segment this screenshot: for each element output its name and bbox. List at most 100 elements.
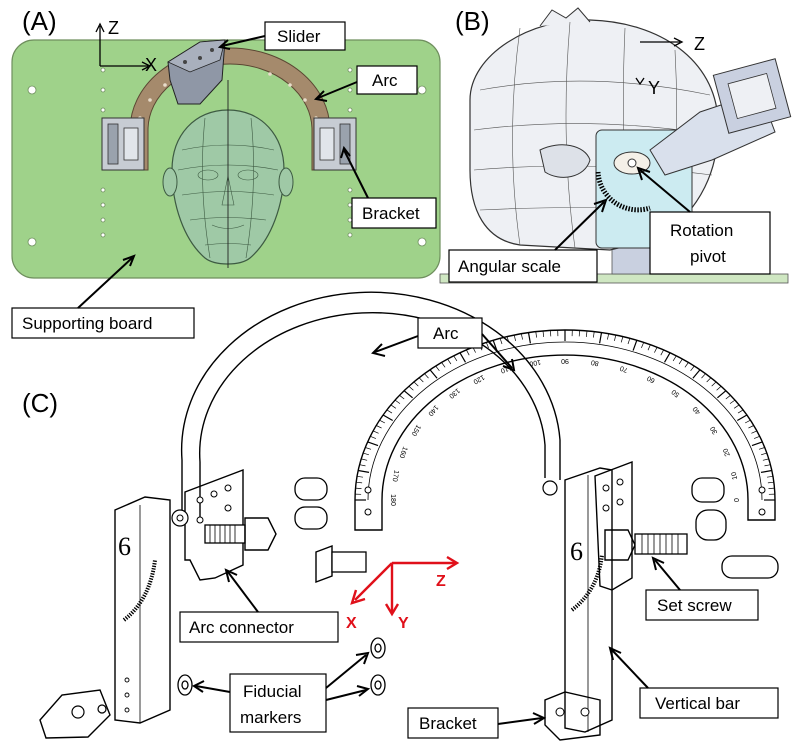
arc-scale-tick bbox=[379, 419, 386, 424]
panel-a: (A) bbox=[11, 6, 441, 339]
arc-scale-tick bbox=[373, 430, 379, 434]
arc-scale-tick bbox=[768, 487, 775, 489]
angular-scale-b bbox=[595, 171, 651, 213]
arc-scale-tick bbox=[751, 441, 763, 447]
bracket-left-c bbox=[39, 689, 111, 739]
arc-scale-tick bbox=[753, 435, 760, 439]
arc-scale-tick bbox=[413, 381, 419, 387]
label-bracket-a: Bracket bbox=[362, 204, 420, 223]
arc-scale-tick bbox=[441, 362, 446, 368]
arc-scale-number: 170 bbox=[391, 469, 400, 482]
arc-scale-tick bbox=[367, 441, 379, 447]
slider-a bbox=[167, 39, 226, 105]
arc-scale-tick bbox=[751, 430, 757, 434]
arc-scale-number: 20 bbox=[722, 447, 731, 457]
arc-scale-tick bbox=[678, 358, 683, 365]
callout-supporting-board: Supporting board bbox=[11, 254, 195, 339]
arc-scale-tick bbox=[361, 458, 368, 461]
arc-scale-tick bbox=[585, 330, 588, 337]
arc-scale-tick bbox=[660, 349, 664, 356]
loose-screw-c bbox=[315, 544, 367, 584]
arc-scale-number: 160 bbox=[398, 445, 409, 458]
callout-arc-c: Arc bbox=[371, 317, 516, 372]
panel-c: (C) 010203040506070809010011012013014015… bbox=[22, 291, 779, 741]
arc-scale-tick bbox=[355, 487, 362, 489]
arc-scale-number: 180 bbox=[389, 494, 396, 506]
arc-connector-right-c bbox=[594, 460, 633, 591]
arc-scale-tick bbox=[692, 369, 701, 379]
callout-rotation-pivot: Rotation pivot bbox=[636, 166, 771, 275]
arc-scale-tick bbox=[485, 342, 489, 349]
arc-scale-number: 0 bbox=[734, 498, 741, 502]
arc-scale-tick bbox=[356, 475, 364, 478]
arc-scale-tick bbox=[762, 458, 769, 461]
front-arc-c: 0102030405060708090100110120130140150160… bbox=[354, 329, 776, 531]
label-fiducial-1: Fiducial bbox=[243, 682, 302, 701]
arc-scale-tick bbox=[466, 349, 470, 356]
arc-scale-tick bbox=[499, 338, 503, 345]
arc-scale-tick bbox=[382, 414, 393, 422]
back-arc-c bbox=[180, 291, 561, 520]
callout-set-screw: Set screw bbox=[645, 556, 759, 621]
arc-scale-tick bbox=[358, 469, 370, 473]
arc-scale-tick bbox=[363, 452, 369, 456]
arc-scale-tick bbox=[627, 338, 631, 345]
arc-scale-tick bbox=[701, 373, 706, 379]
arc-scale-numbers: 0102030405060708090100110120130140150160… bbox=[389, 357, 741, 506]
axis-y-label-c: Y bbox=[398, 615, 409, 632]
label-fiducial-2: markers bbox=[240, 708, 301, 727]
vertical-bar-left-c: 6 bbox=[114, 496, 171, 724]
arc-scale-tick bbox=[593, 331, 595, 338]
arc-scale-tick bbox=[663, 352, 671, 363]
arc-scale-number: 50 bbox=[671, 388, 682, 398]
label-bracket-c: Bracket bbox=[419, 714, 477, 733]
arc-scale-ticks bbox=[355, 330, 775, 501]
angular-scale-right-c bbox=[570, 554, 604, 612]
callout-arc-a: Arc bbox=[313, 65, 418, 102]
arc-scale-number: 80 bbox=[590, 358, 599, 366]
callout-angular-scale: Angular scale bbox=[448, 198, 608, 283]
arc-scale-number: 100 bbox=[529, 358, 542, 367]
arc-scale-tick bbox=[684, 362, 689, 368]
arc-scale-tick bbox=[737, 414, 748, 422]
arc-scale-number: 30 bbox=[709, 425, 719, 435]
axis-z-label-a: Z bbox=[108, 18, 119, 38]
scale-mark-right: 6 bbox=[570, 537, 583, 566]
arc-scale-tick bbox=[418, 377, 424, 383]
arc-scale-tick bbox=[737, 409, 744, 414]
arc-scale-tick bbox=[356, 481, 363, 484]
bracket-right-c bbox=[544, 691, 601, 741]
axes-b: Z Y bbox=[635, 34, 705, 98]
axis-z-label-b: Z bbox=[694, 34, 705, 54]
arc-scale-tick bbox=[690, 365, 695, 372]
arc-scale-tick bbox=[370, 435, 377, 439]
callout-vertical-bar: Vertical bar bbox=[608, 646, 779, 719]
arc-scale-tick bbox=[725, 395, 731, 400]
arc-scale-tick bbox=[716, 385, 722, 391]
arc-scale-tick bbox=[399, 395, 405, 400]
arc-scale-tick bbox=[359, 464, 366, 467]
arc-scale-tick bbox=[733, 404, 740, 409]
arc-scale-number: 70 bbox=[619, 364, 629, 373]
arc-scale-tick bbox=[386, 409, 393, 414]
arc-scale-tick bbox=[435, 365, 440, 372]
arc-scale-tick bbox=[607, 333, 610, 340]
axes-c bbox=[350, 555, 460, 617]
arc-scale-tick bbox=[620, 336, 624, 343]
arc-scale-tick bbox=[506, 336, 510, 343]
knobs-left-c bbox=[294, 477, 328, 530]
axis-z-label-c: Z bbox=[436, 573, 446, 590]
arc-scale-number: 60 bbox=[646, 374, 656, 384]
label-arc-connector: Arc connector bbox=[189, 618, 294, 637]
label-set-screw: Set screw bbox=[657, 596, 732, 615]
axis-x-label-c: X bbox=[346, 615, 357, 632]
arc-scale-tick bbox=[758, 447, 765, 450]
callout-bracket-c: Bracket bbox=[407, 707, 547, 739]
arc-scale-tick bbox=[408, 385, 414, 391]
label-arc-a: Arc bbox=[372, 71, 398, 90]
bracket-arm-b bbox=[649, 58, 792, 176]
arc-scale-number: 110 bbox=[499, 363, 512, 373]
arc-scale-tick bbox=[748, 425, 754, 429]
arc-scale-tick bbox=[424, 373, 429, 379]
